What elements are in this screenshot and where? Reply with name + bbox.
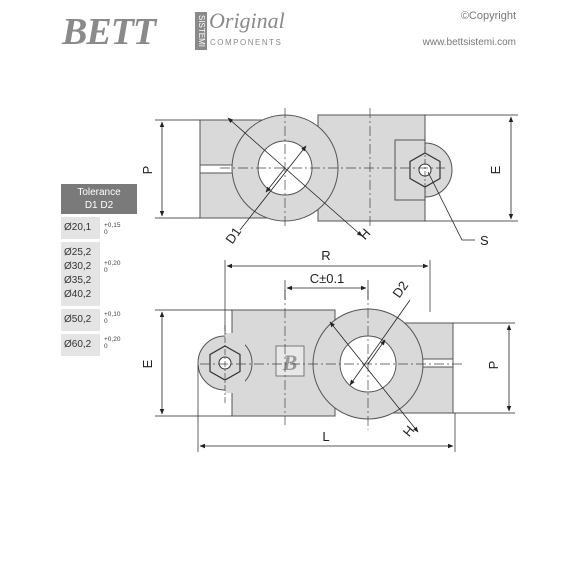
logo-wordmark: BETT (62, 11, 156, 53)
tol-lower: 0 (104, 229, 108, 236)
bottom-dim-p-label: P (486, 361, 501, 370)
diameter-value: Ø60,2 (64, 339, 92, 350)
tolerance-row: Ø60,2 +0,20 0 (61, 331, 137, 356)
tolerance-diameters: Ø20,1 (61, 217, 100, 239)
tolerance-header: Tolerance D1 D2 (61, 184, 137, 214)
top-dim-s-leader (427, 171, 475, 241)
tol-lower: 0 (104, 318, 108, 325)
top-dim-e-label: E (488, 165, 503, 174)
tolerance-row: Ø25,2 Ø30,2 Ø35,2 Ø40,2 +0,20 0 (61, 239, 137, 306)
bottom-brand-emblem-glyph: B (282, 350, 298, 375)
logo-components: COMPONENTS (210, 38, 283, 47)
diameter-value: Ø25,2 (64, 247, 92, 258)
tolerance-value: +0,20 0 (100, 242, 137, 306)
website-link[interactable]: www.bettsistemi.com (422, 37, 516, 48)
diameter-value: Ø20,1 (64, 222, 92, 233)
tol-upper: +0,20 (104, 260, 121, 267)
brand-logo: BETT SISTEMI Original COMPONENTS (56, 8, 286, 54)
bottom-dim-d2-label: D2 (389, 278, 411, 300)
tolerance-row: Ø50,2 +0,10 0 (61, 306, 137, 331)
bottom-dim-h-line (329, 321, 419, 433)
top-dim-h-line (227, 117, 363, 237)
tol-upper: +0,20 (104, 336, 121, 343)
bottom-dim-e-label: E (140, 359, 155, 368)
logo-sistemi-box: SISTEMI (195, 12, 207, 50)
tolerance-diameters: Ø50,2 (61, 309, 100, 331)
top-dim-p-label: P (140, 166, 155, 175)
tolerance-diameters: Ø60,2 (61, 334, 100, 356)
tolerance-value: +0,15 0 (100, 217, 137, 239)
diameter-value: Ø35,2 (64, 275, 92, 286)
tolerance-subtitle: D1 D2 (84, 200, 114, 211)
tol-upper: +0,10 (104, 311, 121, 318)
bottom-dim-h-label: H (400, 423, 418, 440)
tolerance-row: Ø20,1 +0,15 0 (61, 214, 137, 239)
bottom-view: B R C±0.1 D2 H E (140, 248, 515, 452)
tolerance-title: Tolerance (77, 187, 121, 198)
tolerance-value: +0,20 0 (100, 334, 137, 356)
tol-lower: 0 (104, 267, 108, 274)
bottom-dim-c-label: C±0.1 (310, 271, 345, 286)
tolerance-table: Tolerance D1 D2 Ø20,1 +0,15 0 Ø25,2 Ø30,… (61, 184, 137, 356)
header: BETT SISTEMI Original COMPONENTS ©Copyri… (0, 0, 575, 60)
bottom-dim-r-label: R (321, 248, 330, 263)
copyright-text: ©Copyright (460, 10, 516, 22)
diameter-value: Ø30,2 (64, 261, 92, 272)
tolerance-value: +0,10 0 (100, 309, 137, 331)
logo-original: Original (209, 8, 285, 33)
top-dim-d1-label: D1 (222, 224, 244, 246)
top-view: P E D1 H S (140, 108, 518, 248)
tol-upper: +0,15 (104, 222, 121, 229)
top-dim-h-label: H (356, 225, 373, 242)
bottom-brand-emblem (275, 345, 305, 377)
bottom-dim-l-label: L (322, 429, 329, 444)
top-dim-s-label: S (480, 233, 489, 248)
tol-lower: 0 (104, 343, 108, 350)
diameter-value: Ø40,2 (64, 289, 92, 300)
diameter-value: Ø50,2 (64, 314, 92, 325)
tolerance-diameters: Ø25,2 Ø30,2 Ø35,2 Ø40,2 (61, 242, 100, 306)
